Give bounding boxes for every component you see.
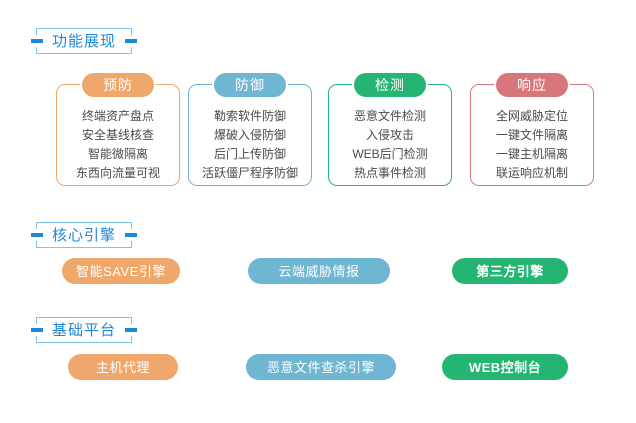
- list-item: 爆破入侵防御: [213, 128, 286, 142]
- section-header-right-dash-icon: [125, 328, 137, 332]
- card-item-list-defend: 勒索软件防御 爆破入侵防御 后门上传防御 活跃僵尸程序防御: [189, 107, 311, 183]
- list-item: 一键主机隔离: [495, 147, 568, 161]
- list-item: 活跃僵尸程序防御: [201, 166, 298, 180]
- list-item: 恶意文件检测: [353, 109, 426, 123]
- engine-tag-third-party: 第三方引擎: [452, 258, 568, 284]
- list-item: 安全基线核查: [81, 128, 154, 142]
- section-header-left-dash-icon: [31, 39, 43, 43]
- list-item: 联运响应机制: [495, 166, 568, 180]
- capability-card-prevent: 预防 终端资产盘点 安全基线核查 智能微隔离 东西向流量可视: [56, 73, 180, 186]
- list-item: 热点事件检测: [353, 166, 426, 180]
- section-header-left-dash-icon: [31, 328, 43, 332]
- card-title-badge-detect: 检测: [354, 73, 426, 97]
- card-title-badge-defend: 防御: [214, 73, 286, 97]
- card-title-badge-respond: 响应: [496, 73, 568, 97]
- section-header-engines: 核心引擎: [31, 222, 137, 248]
- list-item: 终端资产盘点: [81, 109, 154, 123]
- card-item-list-respond: 全网威胁定位 一键文件隔离 一键主机隔离 联运响应机制: [471, 107, 593, 183]
- section-header-right-dash-icon: [125, 39, 137, 43]
- list-item: 智能微隔离: [87, 147, 148, 161]
- capability-card-defend: 防御 勒索软件防御 爆破入侵防御 后门上传防御 活跃僵尸程序防御: [188, 73, 312, 186]
- card-item-list-prevent: 终端资产盘点 安全基线核查 智能微隔离 东西向流量可视: [57, 107, 179, 183]
- platform-tag-host-agent: 主机代理: [68, 354, 178, 380]
- capability-card-respond: 响应 全网威胁定位 一键文件隔离 一键主机隔离 联运响应机制: [470, 73, 594, 186]
- section-header-label: 功能展现: [51, 32, 116, 50]
- section-header-right-dash-icon: [125, 233, 137, 237]
- platform-tag-malware-scan-engine: 恶意文件查杀引擎: [246, 354, 396, 380]
- list-item: 一键文件隔离: [495, 128, 568, 142]
- list-item: 东西向流量可视: [75, 166, 160, 180]
- list-item: WEB后门检测: [352, 147, 428, 161]
- list-item: 入侵攻击: [365, 128, 414, 142]
- list-item: 勒索软件防御: [213, 109, 286, 123]
- section-header-functions: 功能展现: [31, 28, 137, 54]
- section-header-label: 基础平台: [51, 321, 116, 339]
- list-item: 全网威胁定位: [495, 109, 568, 123]
- section-header-platform: 基础平台: [31, 317, 137, 343]
- section-header-label: 核心引擎: [51, 226, 116, 244]
- engine-tag-cloud-threat-intel: 云端威胁情报: [248, 258, 390, 284]
- section-header-left-dash-icon: [31, 233, 43, 237]
- engine-tag-save: 智能SAVE引擎: [62, 258, 180, 284]
- card-title-badge-prevent: 预防: [82, 73, 154, 97]
- card-item-list-detect: 恶意文件检测 入侵攻击 WEB后门检测 热点事件检测: [329, 107, 451, 183]
- capability-card-detect: 检测 恶意文件检测 入侵攻击 WEB后门检测 热点事件检测: [328, 73, 452, 186]
- platform-tag-web-console: WEB控制台: [442, 354, 568, 380]
- list-item: 后门上传防御: [213, 147, 286, 161]
